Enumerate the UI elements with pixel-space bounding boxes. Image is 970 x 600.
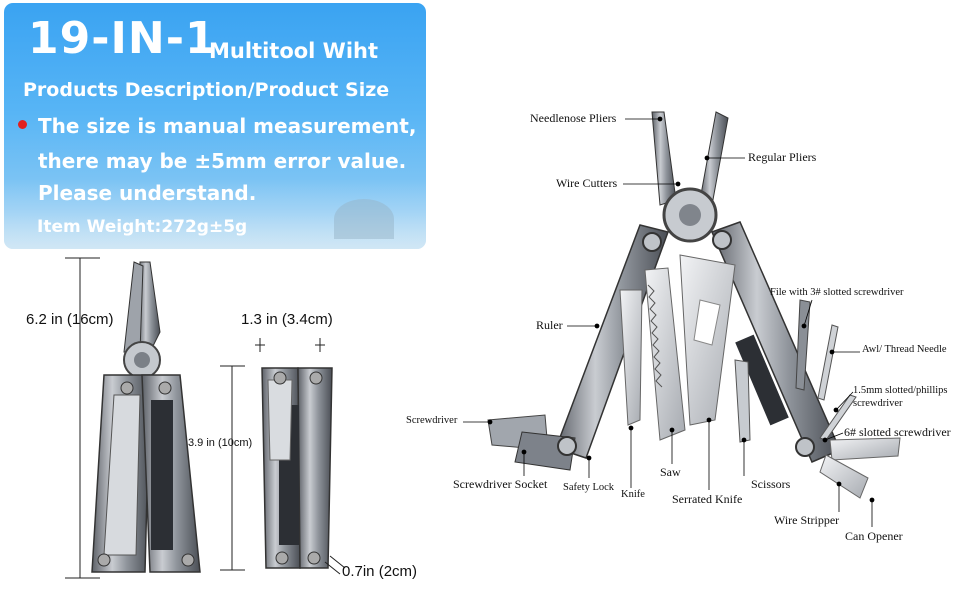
- label-small-screwdriver-line1: 1.5mm slotted/phillips: [853, 385, 948, 396]
- open-tool-dimension-view: [65, 257, 201, 579]
- label-file: File with 3# slotted screwdriver: [770, 287, 904, 298]
- item-weight: Item Weight:272g±5g: [37, 217, 248, 237]
- title-19-in-1: 19-IN-1: [28, 13, 217, 64]
- label-ruler: Ruler: [536, 318, 563, 332]
- label-wire-cutters: Wire Cutters: [556, 176, 618, 190]
- note-line-2: there may be ±5mm error value.: [38, 149, 407, 173]
- label-can-opener: Can Opener: [845, 529, 903, 543]
- closed-tool-dimension-view: [220, 338, 346, 575]
- label-6-slotted-screwdriver: 6# slotted screwdriver: [844, 425, 951, 439]
- info-banner: 19-IN-1 Multitool Wiht Products Descript…: [4, 3, 426, 249]
- product-description-heading: Products Description/Product Size: [23, 79, 390, 101]
- red-bullet-icon: [18, 120, 27, 129]
- label-knife: Knife: [621, 489, 645, 500]
- label-safety-lock: Safety Lock: [563, 482, 615, 493]
- label-serrated-knife: Serrated Knife: [672, 492, 743, 506]
- label-screwdriver-socket: Screwdriver Socket: [453, 477, 548, 491]
- thickness-dimension: 0.7in (2cm): [342, 563, 418, 580]
- title-multitool: Multitool Wiht: [209, 39, 379, 63]
- note-line-1: The size is manual measurement,: [38, 114, 417, 138]
- label-regular-pliers: Regular Pliers: [748, 150, 817, 164]
- label-wire-stripper: Wire Stripper: [774, 513, 840, 527]
- label-saw: Saw: [660, 465, 681, 479]
- banner-background-hill: [334, 199, 394, 239]
- label-scissors: Scissors: [751, 477, 791, 491]
- closed-height-dimension: 3.9 in (10cm): [188, 437, 253, 449]
- open-height-dimension: 6.2 in (16cm): [26, 311, 114, 328]
- label-screwdriver: Screwdriver: [406, 415, 458, 426]
- note-line-3: Please understand.: [38, 181, 257, 205]
- label-small-screwdriver-line2: screwdriver: [853, 398, 903, 409]
- exploded-tool-view: [463, 111, 901, 527]
- closed-width-dimension: 1.3 in (3.4cm): [241, 311, 333, 328]
- label-awl: Awl/ Thread Needle: [862, 344, 947, 355]
- label-needlenose-pliers: Needlenose Pliers: [530, 111, 617, 125]
